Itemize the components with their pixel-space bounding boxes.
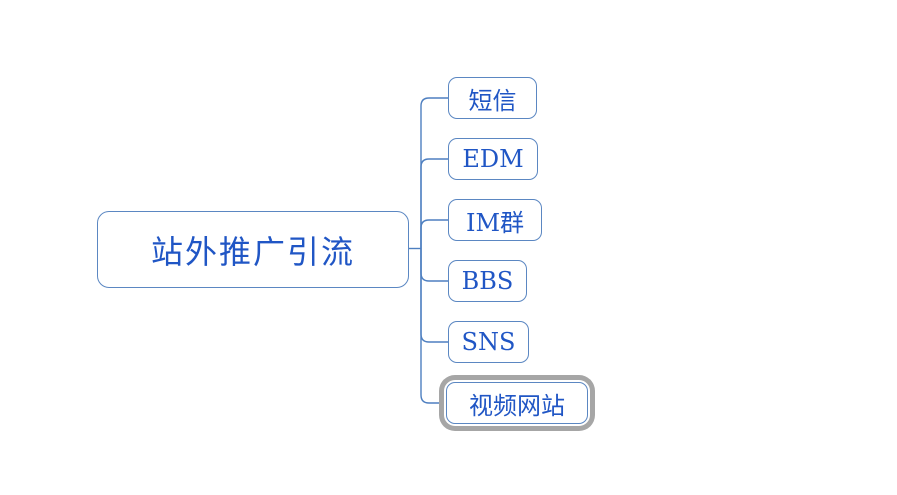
connector-root-to-child-4 <box>420 248 448 343</box>
node-label: BBS <box>461 267 514 295</box>
connector-root-to-child-5 <box>420 248 446 404</box>
mindmap-node-sns[interactable]: SNS <box>448 321 529 363</box>
root-node-label: 站外推广引流 <box>150 232 355 271</box>
connector-root-to-child-0 <box>420 97 448 249</box>
connector-root-to-child-2 <box>420 219 448 249</box>
node-label: 短信 <box>468 86 517 115</box>
node-label: 视频网站 <box>469 391 565 420</box>
node-label: IM群 <box>465 208 525 237</box>
mindmap-node-edm[interactable]: EDM <box>448 138 538 180</box>
connector-root-to-child-1 <box>420 158 448 249</box>
mindmap-node-sms[interactable]: 短信 <box>448 77 537 119</box>
mindmap-node-bbs[interactable]: BBS <box>448 260 527 302</box>
node-label: EDM <box>462 145 524 173</box>
mindmap-node-im-group[interactable]: IM群 <box>448 199 542 241</box>
node-label: SNS <box>461 328 516 356</box>
mindmap-node-video-site-selected[interactable]: 视频网站 <box>446 382 588 424</box>
mindmap-root-node[interactable]: 站外推广引流 <box>97 211 409 288</box>
connector-root-to-child-3 <box>420 248 448 282</box>
